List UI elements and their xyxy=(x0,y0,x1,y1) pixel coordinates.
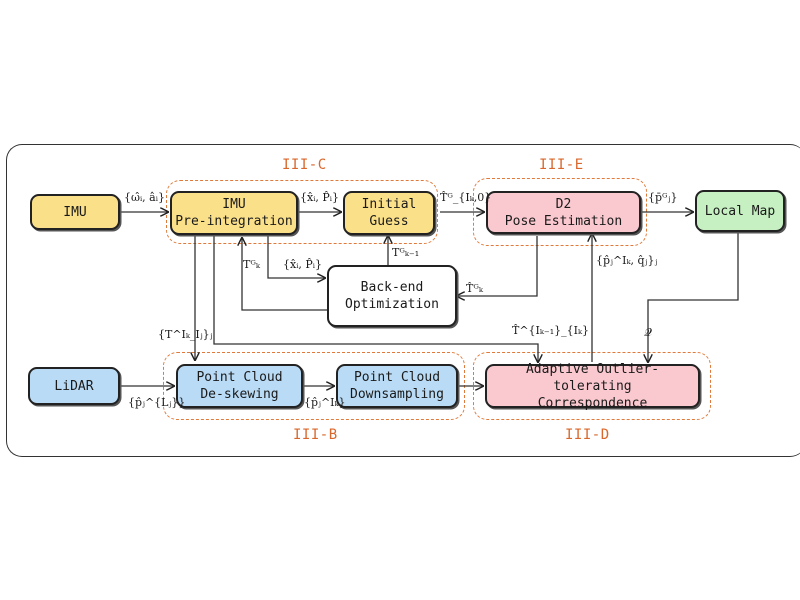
edge-label-init-pose: T̂ᴳ_{Iₖ,0} xyxy=(440,191,492,204)
local-map-box: Local Map xyxy=(695,190,785,232)
edge-label-lidar-points: {p̂ⱼ^{Lⱼ}} xyxy=(128,396,186,409)
arrow-pose-backend xyxy=(457,236,538,296)
system-frame xyxy=(6,144,800,457)
imu-preintegration-box: IMU Pre-integration xyxy=(170,191,298,235)
initial-guess-label-1: Initial xyxy=(361,197,417,212)
edge-label-previous-pose: T̂^{Iₖ₋₁}_{Iₖ} xyxy=(512,324,589,337)
arrow-preint-backend xyxy=(267,235,325,278)
group-label-iii-d: III-D xyxy=(565,427,610,443)
edge-label-imu-meas: {ω̂ᵢ, âᵢ} xyxy=(124,191,165,204)
aotc-label-1: Adaptive Outlier-tolerating xyxy=(525,361,660,394)
aotc-label-2: Correspondence xyxy=(537,395,648,411)
backend-label-1: Back-end xyxy=(360,280,424,295)
arrow-localmap-aotc xyxy=(648,232,739,362)
edge-label-relative-poses: {T^Iₖ_Iⱼ}ⱼ xyxy=(158,328,213,341)
edge-label-map-points: {p̄ᴳⱼ} xyxy=(648,191,678,204)
group-label-iii-e: III-E xyxy=(539,157,584,173)
edge-label-state-cov: {x̂ᵢ, P̂ᵢ} xyxy=(300,191,340,204)
deskew-label-2: De-skewing xyxy=(200,387,279,402)
down-label-1: Point Cloud xyxy=(353,370,441,385)
pose-est-label-2: Pose Estimation xyxy=(504,213,623,229)
backend-label-2: Optimization xyxy=(345,297,439,312)
edge-label-tk1g: Tᴳₖ₋₁ xyxy=(392,246,420,259)
deskew-label-1: Point Cloud xyxy=(196,370,283,385)
imu-box-label: IMU xyxy=(63,204,87,220)
edge-label-deskewed-points: {p̂ⱼ^Iₖ} xyxy=(304,396,346,409)
imu-preint-label-2: Pre-integration xyxy=(175,214,293,229)
group-label-iii-b: III-B xyxy=(293,427,338,443)
imu-box: IMU xyxy=(30,194,120,230)
initial-guess-label-2: Guess xyxy=(369,214,409,229)
edge-label-q-set: 𝒬 xyxy=(644,326,652,339)
imu-preint-label-1: IMU xyxy=(222,197,246,212)
edge-label-correspondences: {p̂ⱼ^Iₖ, q̂ⱼ}ⱼ xyxy=(596,254,658,267)
edge-label-tkg-pose: T̂ᴳₖ xyxy=(466,282,483,295)
lidar-box-label: LiDAR xyxy=(54,378,94,394)
edge-label-tkg-back: Tᴳₖ xyxy=(243,258,260,271)
arrow-preint-aotc xyxy=(213,235,538,362)
group-label-iii-c: III-C xyxy=(282,157,327,173)
pose-est-label-1: D2 xyxy=(555,196,572,212)
arrow-backend-preint xyxy=(242,238,327,311)
lidar-box: LiDAR xyxy=(28,367,120,405)
local-map-label: Local Map xyxy=(704,203,776,219)
edge-label-state-cov-back: {x̂ᵢ, P̂ᵢ} xyxy=(283,258,323,271)
down-label-2: Downsampling xyxy=(350,387,444,402)
